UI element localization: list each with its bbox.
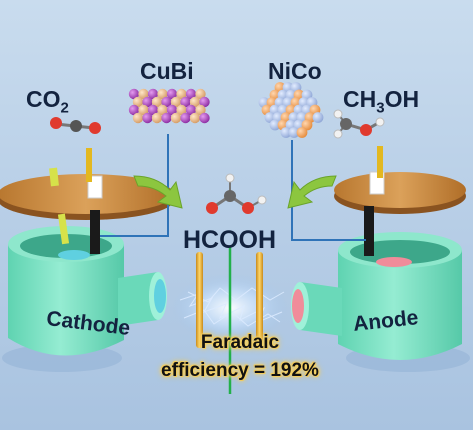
right-center-electrode [256,252,263,348]
right-arrow-icon [287,175,337,209]
cathode-lid [0,174,174,214]
cubi-cluster-icon [128,88,210,124]
atom [280,127,292,138]
green-arrows [133,175,337,209]
atom [147,88,159,100]
atom [189,96,201,108]
atom [166,104,178,116]
left-center-electrode [196,252,203,348]
formic-acid-molecule-icon [206,173,267,214]
external-circuit [100,134,366,241]
atom [199,112,210,124]
faradaic-efficiency-line1: Faradaic [200,332,280,353]
atom [269,119,281,131]
atom [170,96,182,108]
atom [161,96,172,108]
atom [195,104,206,116]
atom [288,127,300,138]
cubi-label: CuBi [140,58,194,84]
atom [151,96,163,108]
atom [142,112,153,124]
atom [189,112,201,124]
nico-cluster-icon [258,82,324,138]
atom [138,88,149,100]
atom [195,88,206,100]
reaction-zone [172,246,288,394]
ch3oh-label: CH3OH [343,86,420,117]
nico-label: NiCo [268,58,322,84]
hcooh-label: HCOOH [183,226,277,254]
atom [138,104,149,116]
atom [142,96,153,108]
atom [176,88,187,100]
atom [185,104,197,116]
atom [128,104,140,116]
co2-molecule-icon [50,117,101,134]
atom [166,88,178,100]
faradaic-efficiency-line2: efficiency = 192% [161,360,319,381]
co2-label: CO2 [26,86,69,117]
atom [180,112,191,124]
atom [151,112,163,124]
anode-wire [291,140,366,241]
atom [157,88,168,100]
anode-cell [291,146,470,372]
cathode-window [58,250,90,260]
atom [312,112,324,123]
cathode-cell [0,148,174,372]
atom [128,88,140,100]
left-arrow-icon [133,175,183,209]
atom [296,127,308,138]
atom [185,88,197,100]
atom [132,96,144,108]
anode-window [376,257,412,267]
atom [170,112,182,124]
atom [199,96,210,108]
methanol-molecule-icon [333,109,385,139]
atom [161,112,172,124]
atom [147,104,159,116]
anode-lid [334,172,466,208]
cathode-wire [100,134,169,237]
atom [176,104,187,116]
atom [157,104,168,116]
atom [132,112,144,124]
atom [180,96,191,108]
